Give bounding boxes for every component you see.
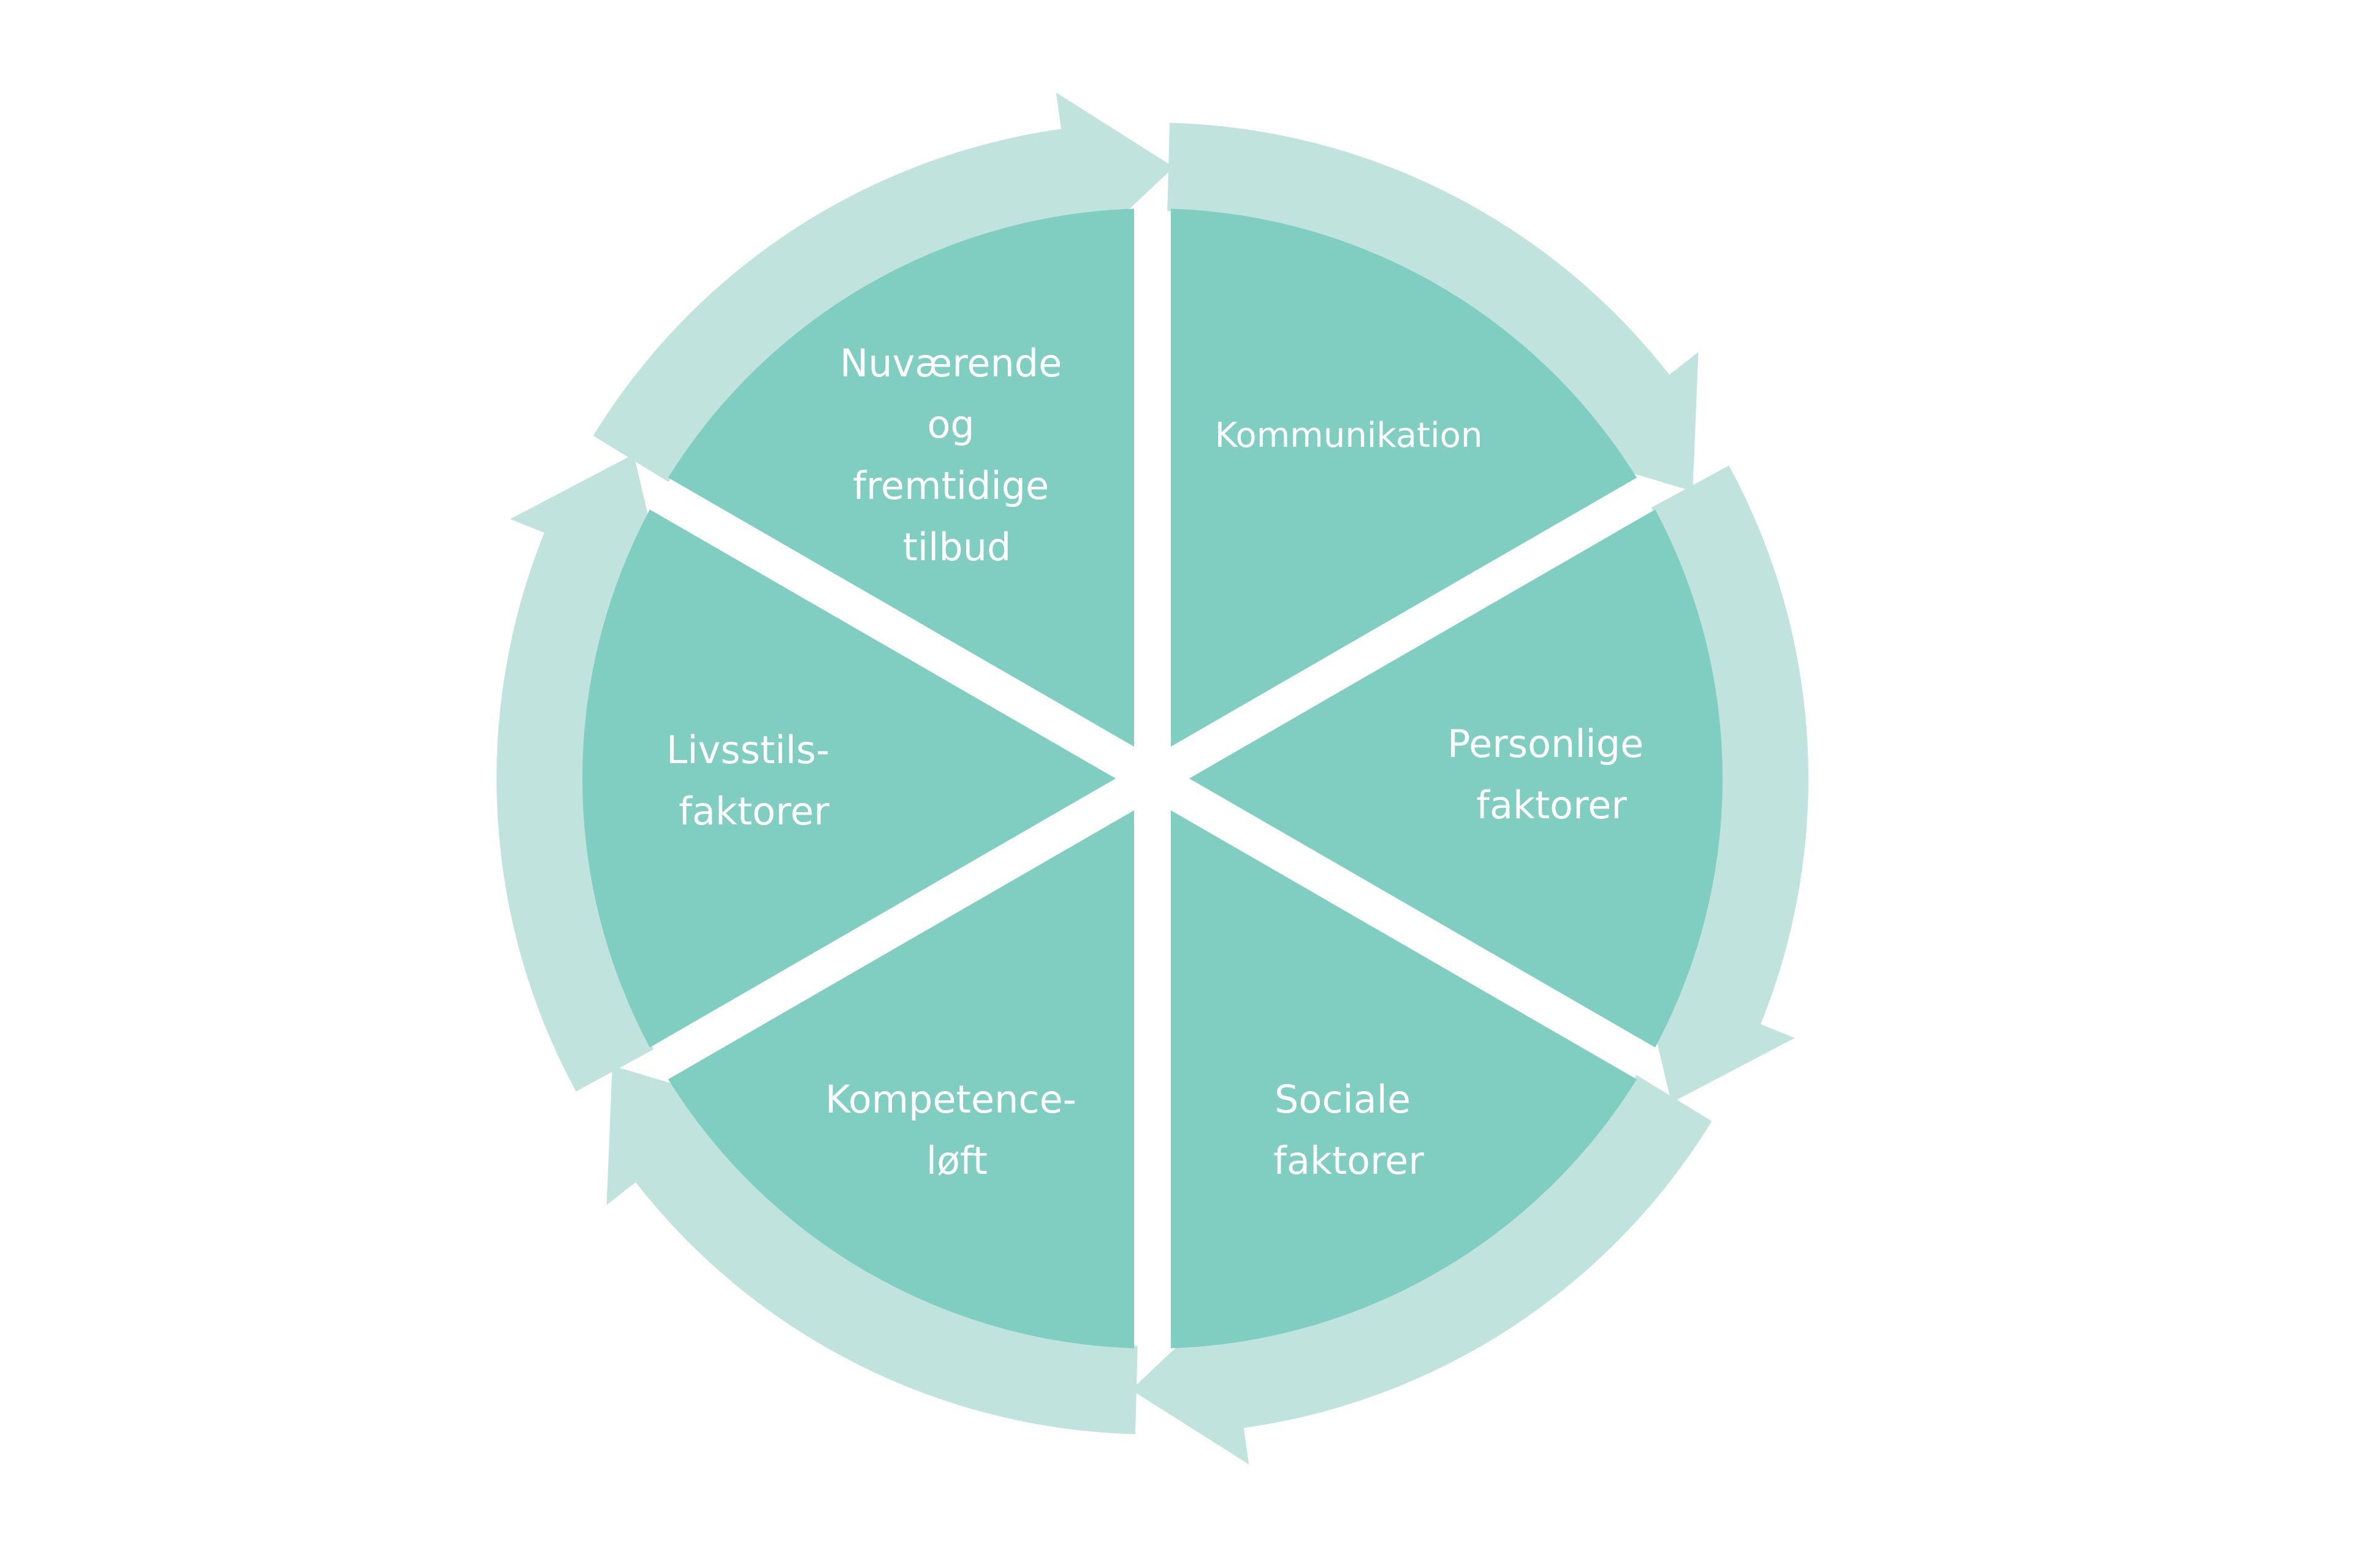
segment-sociale — [1170, 810, 1637, 1349]
cycle-arrow-kommunikation — [593, 92, 1174, 482]
cycle-arrow-sociale — [1641, 465, 1808, 1103]
segment-kompetence — [668, 810, 1135, 1349]
segment-kommunikation — [1170, 208, 1637, 747]
segment-personlige — [1189, 509, 1723, 1048]
segment-label-sociale: Sociale faktorer — [1273, 1077, 1424, 1183]
arrow-ring — [497, 92, 1808, 1465]
cycle-arrow-livsstils — [606, 1065, 1138, 1434]
segment-label-livsstils: Livsstils- faktorer — [666, 728, 842, 834]
segment-label-kommunikation: Kommunikation — [1215, 416, 1483, 455]
cycle-arrow-kompetence — [1131, 1075, 1712, 1465]
segment-label-personlige: Personlige faktorer — [1447, 721, 1656, 828]
cycle-arrow-nuvaerende — [497, 454, 664, 1092]
segment-label-nuvaerende: Nuværende og fremtidige tilbud — [840, 341, 1074, 569]
segment-ring — [582, 208, 1723, 1349]
segment-nuvaerende — [668, 208, 1135, 747]
cycle-arrow-personlige — [1167, 123, 1699, 492]
segment-labels: Kommunikation Personlige faktorer Social… — [666, 341, 1656, 1183]
segment-livsstils — [582, 509, 1116, 1048]
segment-label-kompetence: Kompetence- løft — [825, 1077, 1088, 1183]
